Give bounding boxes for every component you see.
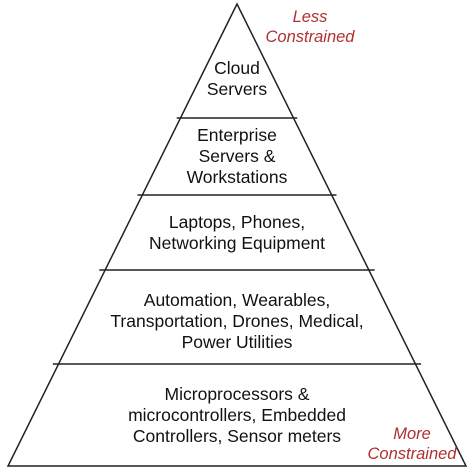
tier-3-laptops-phones: Laptops, Phones, Networking Equipment bbox=[148, 212, 326, 253]
tier-2-enterprise-servers: Enterprise Servers & Workstations bbox=[186, 125, 288, 187]
tier-4-automation-wearables: Automation, Wearables, Transportation, D… bbox=[110, 290, 364, 352]
tier-5-microprocessors: Microprocessors & microcontrollers, Embe… bbox=[128, 384, 346, 446]
pyramid-outline bbox=[6, 2, 468, 467]
more-constrained-note: More Constrained bbox=[367, 425, 457, 463]
tier-1-cloud-servers: Cloud Servers bbox=[206, 58, 268, 99]
less-constrained-note: Less Constrained bbox=[265, 8, 355, 46]
